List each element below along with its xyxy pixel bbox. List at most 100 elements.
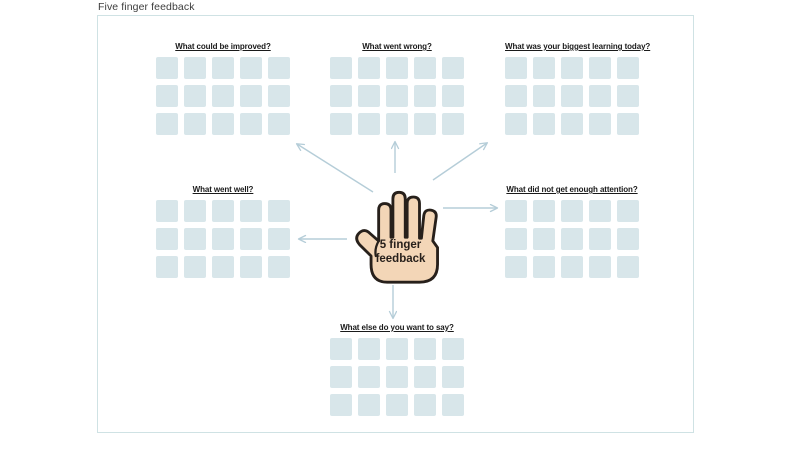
note-slot	[386, 366, 408, 388]
section-label: What could be improved?	[175, 42, 271, 51]
note-slot	[156, 200, 178, 222]
section-label: What went well?	[192, 185, 254, 194]
note-slot	[358, 394, 380, 416]
note-slot	[268, 228, 290, 250]
section-label: What went wrong?	[362, 42, 432, 51]
note-slot	[240, 200, 262, 222]
note-slot-grid	[156, 200, 290, 278]
note-slot	[212, 113, 234, 135]
note-slot	[240, 57, 262, 79]
note-slot	[561, 200, 583, 222]
page-title: Five finger feedback	[98, 1, 195, 13]
note-slot	[330, 85, 352, 107]
note-slot	[414, 394, 436, 416]
section-could-be-improved: What could be improved?	[156, 40, 290, 135]
note-slot	[414, 366, 436, 388]
note-slot	[156, 256, 178, 278]
note-slot	[268, 113, 290, 135]
note-slot-grid	[505, 57, 639, 135]
hand-label-line1: 5 finger	[379, 239, 422, 251]
note-slot	[505, 85, 527, 107]
note-slot	[505, 256, 527, 278]
note-slot	[533, 85, 555, 107]
note-slot	[617, 113, 639, 135]
note-slot	[212, 256, 234, 278]
note-slot	[414, 338, 436, 360]
note-slot	[212, 228, 234, 250]
note-slot	[184, 85, 206, 107]
section-label: What else do you want to say?	[340, 323, 454, 332]
section-biggest-learning: What was your biggest learning today?	[505, 40, 651, 135]
note-slot	[358, 85, 380, 107]
note-slot	[184, 57, 206, 79]
section-label: What was your biggest learning today?	[505, 42, 651, 51]
note-slot	[589, 57, 611, 79]
note-slot	[414, 57, 436, 79]
note-slot	[212, 200, 234, 222]
note-slot	[358, 338, 380, 360]
note-slot	[330, 366, 352, 388]
note-slot	[212, 85, 234, 107]
note-slot	[386, 394, 408, 416]
section-label: What did not get enough attention?	[506, 185, 638, 194]
note-slot-grid	[156, 57, 290, 135]
note-slot	[533, 200, 555, 222]
note-slot	[358, 57, 380, 79]
note-slot	[589, 113, 611, 135]
hand-icon	[355, 190, 439, 284]
note-slot	[212, 57, 234, 79]
note-slot	[268, 256, 290, 278]
section-not-enough-attention: What did not get enough attention?	[505, 183, 639, 278]
note-slot	[156, 57, 178, 79]
note-slot	[533, 228, 555, 250]
note-slot	[505, 113, 527, 135]
note-slot	[533, 113, 555, 135]
note-slot	[240, 85, 262, 107]
note-slot	[184, 113, 206, 135]
note-slot	[386, 113, 408, 135]
section-went-wrong: What went wrong?	[330, 40, 464, 135]
note-slot	[330, 338, 352, 360]
note-slot	[533, 256, 555, 278]
whiteboard-canvas[interactable]: What could be improved? What went wrong?…	[97, 15, 694, 433]
note-slot	[414, 113, 436, 135]
note-slot	[184, 228, 206, 250]
note-slot	[561, 57, 583, 79]
note-slot	[589, 228, 611, 250]
note-slot	[386, 85, 408, 107]
note-slot	[561, 85, 583, 107]
note-slot	[240, 228, 262, 250]
note-slot	[442, 338, 464, 360]
note-slot	[184, 256, 206, 278]
note-slot	[589, 256, 611, 278]
note-slot	[156, 228, 178, 250]
note-slot	[358, 366, 380, 388]
note-slot	[505, 228, 527, 250]
note-slot	[589, 85, 611, 107]
hand-label: 5 finger feedback	[353, 238, 448, 266]
note-slot	[617, 200, 639, 222]
note-slot	[184, 200, 206, 222]
note-slot	[268, 200, 290, 222]
note-slot-grid	[330, 57, 464, 135]
note-slot	[240, 113, 262, 135]
note-slot	[442, 57, 464, 79]
note-slot	[330, 57, 352, 79]
note-slot	[156, 113, 178, 135]
note-slot	[617, 256, 639, 278]
arrow-to-biggest-learning	[432, 143, 487, 181]
note-slot	[358, 113, 380, 135]
note-slot	[617, 57, 639, 79]
note-slot-grid	[505, 200, 639, 278]
note-slot	[240, 256, 262, 278]
note-slot	[442, 366, 464, 388]
note-slot	[505, 57, 527, 79]
note-slot	[561, 256, 583, 278]
note-slot	[386, 338, 408, 360]
hand-illustration: 5 finger feedback	[353, 182, 448, 285]
note-slot	[561, 228, 583, 250]
note-slot-grid	[330, 338, 464, 416]
note-slot	[330, 394, 352, 416]
note-slot	[268, 57, 290, 79]
